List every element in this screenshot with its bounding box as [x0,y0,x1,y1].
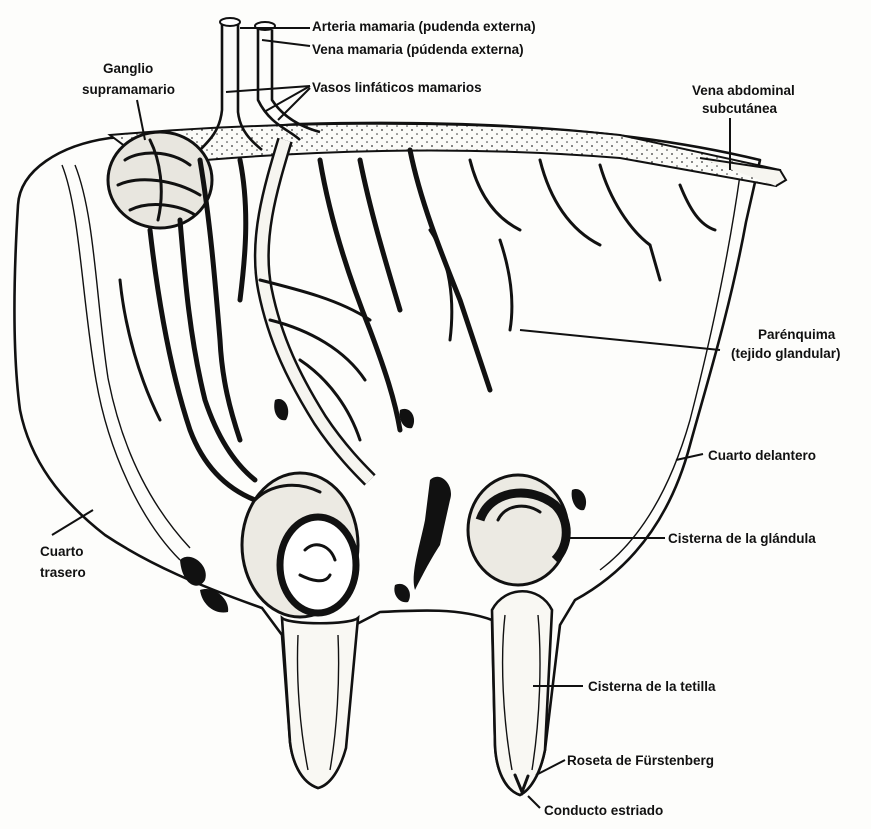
label-roseta: Roseta de Fürstenberg [567,753,714,768]
front-teat [492,591,552,795]
label-ganglio-2: supramamario [82,82,175,97]
label-conducto-estriado: Conducto estriado [544,803,663,818]
label-parenquima-1: Parénquima [758,327,836,342]
rear-gland-cistern [242,473,358,617]
label-vena-abdominal-2: subcutánea [702,101,778,116]
vessel-cap-1 [220,18,240,26]
front-gland-cistern [468,475,568,585]
skin-contour-front [600,175,740,570]
label-vena-mamaria: Vena mamaria (púdenda externa) [312,42,524,57]
label-cuarto-trasero-1: Cuarto [40,544,84,559]
label-vena-abdominal-1: Vena abdominal [692,83,795,98]
label-parenquima-2: (tejido glandular) [731,346,841,361]
label-cuarto-trasero-2: trasero [40,565,86,580]
label-cisterna-glandula: Cisterna de la glándula [668,531,816,546]
udder-body [15,123,761,795]
label-vasos-linfaticos: Vasos linfáticos mamarios [312,80,482,95]
label-ganglio-1: Ganglio [103,61,153,76]
label-arteria-mamaria: Arteria mamaria (pudenda externa) [312,19,536,34]
vascular-network [120,150,715,500]
label-cisterna-tetilla: Cisterna de la tetilla [588,679,716,694]
label-cuarto-delantero: Cuarto delantero [708,448,816,463]
rear-teat [282,618,358,788]
